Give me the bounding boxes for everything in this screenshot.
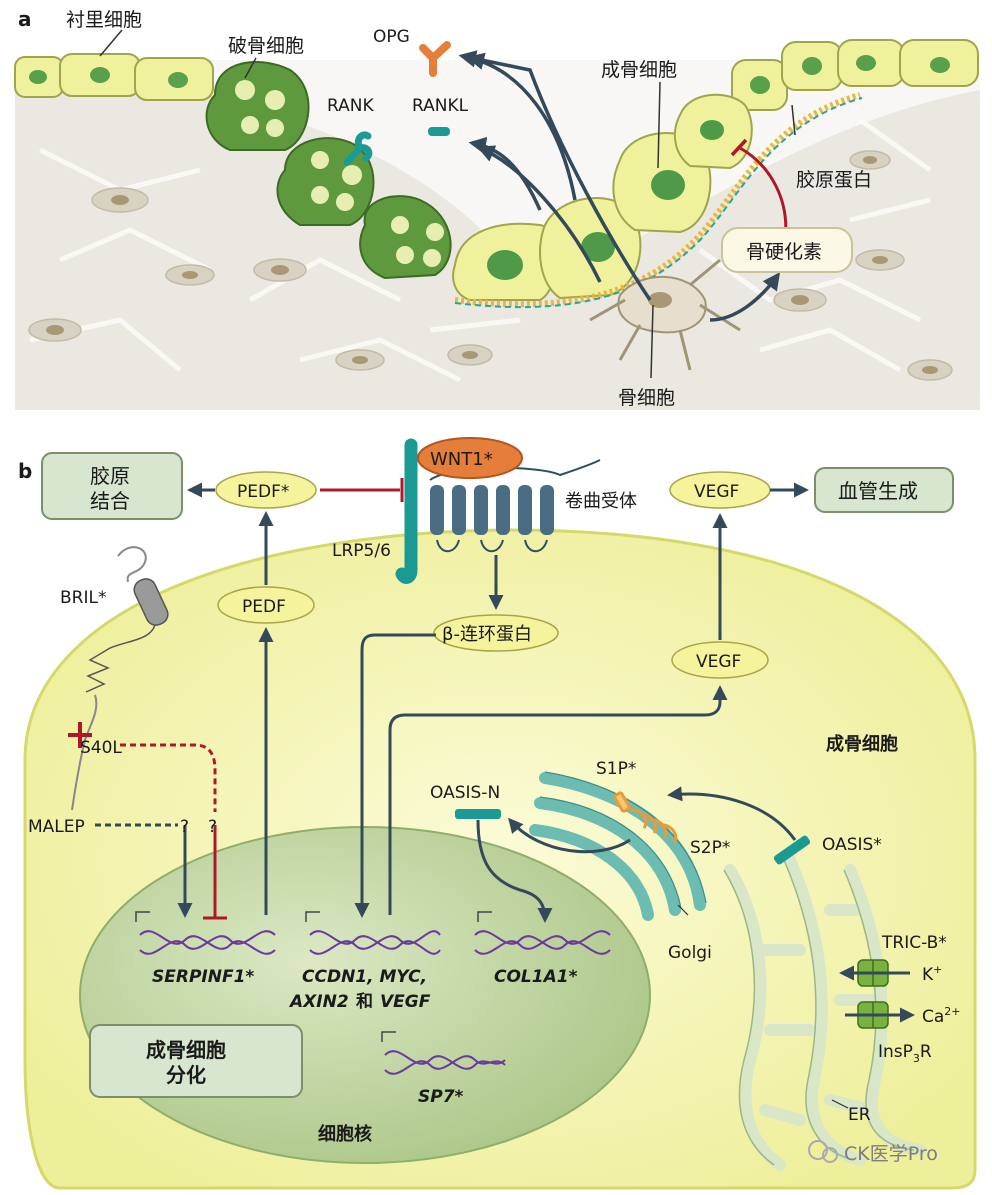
beta-catenin-ellipse [433, 614, 559, 652]
col1a1-label: COL1A1* [494, 967, 578, 987]
s1p-label: S1P* [596, 759, 636, 779]
collagen-binding-label-1: 胶原 [90, 464, 130, 488]
pedf-label: PEDF [242, 597, 286, 617]
oasis-n-icon [455, 809, 501, 819]
oasis-n-label: OASIS-N [430, 783, 500, 803]
bril-label: BRIL* [60, 588, 106, 608]
watermark: CK医学Pro [808, 1140, 938, 1165]
panel-b: b 胶原 结合 PEDF* WNT1* 卷曲受体 LRP5/6 VEGF 血管生… [18, 437, 977, 1190]
calcium-label: Ca2+ [922, 1005, 961, 1027]
rank-label: RANK [327, 96, 374, 116]
wnt1-label: WNT1* [430, 449, 493, 470]
frizzled-label: 卷曲受体 [565, 491, 637, 512]
endoplasmic-reticulum [724, 854, 926, 1171]
dna-sp7-icon [381, 1031, 506, 1075]
s40l-label: S40L [80, 738, 122, 758]
golgi-label: Golgi [668, 943, 712, 963]
panel-b-letter: b [18, 459, 32, 483]
oasis-label: OASIS* [822, 835, 882, 855]
lining-cells-left [14, 53, 214, 101]
gene-list-vegf: VEGF [380, 992, 431, 1012]
pedf-star-ellipse [215, 471, 317, 509]
osteoclast-label: 破骨细胞 [228, 35, 304, 57]
potassium-label: K+ [922, 963, 942, 985]
rankl-label: RANKL [412, 96, 469, 116]
osteocyte-label: 骨细胞 [618, 387, 675, 409]
lrp-label: LRP5/6 [332, 541, 391, 561]
vegf-in-label: VEGF [696, 652, 741, 672]
rankl-icon [428, 127, 450, 136]
panel-a: a 衬里细胞 破骨细胞 OPG RANK RANKL 成骨细胞 胶原蛋白 骨硬化… [14, 7, 980, 411]
inhibit-lines [120, 478, 404, 920]
panel-a-letter: a [18, 7, 32, 31]
osteoblast-label-b: 成骨细胞 [826, 733, 898, 755]
malep-label: MALEP [28, 817, 85, 837]
gene-list-and: 和 [356, 992, 373, 1012]
collagen-label: 胶原蛋白 [796, 169, 872, 191]
pedf-star-label: PEDF* [237, 482, 289, 502]
sclerostin-label: 骨硬化素 [746, 241, 822, 263]
question-mark-1: ? [180, 817, 189, 837]
opg-label: OPG [373, 27, 410, 47]
pedf-ellipse [217, 586, 315, 624]
angiogenesis-box [814, 467, 954, 513]
nucleus-label: 细胞核 [318, 1123, 372, 1145]
gene-list-line-1: CCDN1, MYC, [302, 967, 427, 987]
frizzled-receptor-icon [429, 459, 601, 553]
rank-receptor-icon [343, 131, 373, 166]
differentiation-label-1: 成骨细胞 [146, 1038, 226, 1062]
gene-list-axin2: AXIN2 [288, 992, 349, 1012]
bril-protein-icon [68, 546, 169, 811]
wnt1-ligand [417, 437, 523, 479]
s2p-label: S2P* [690, 838, 730, 858]
signal-arrows [458, 50, 781, 322]
s1p-s2p-icon [613, 791, 678, 844]
insp3r-label: InsP3R [878, 1042, 932, 1065]
beta-catenin-label: β-连环蛋白 [442, 624, 532, 645]
dna-ccdn1-icon [305, 911, 441, 955]
angiogenesis-label: 血管生成 [838, 479, 918, 503]
question-mark-2: ? [208, 817, 217, 837]
lining-cells-right [731, 39, 979, 111]
tricb-label: TRIC-B* [881, 933, 947, 953]
er-label: ER [848, 1105, 871, 1125]
opg-icon [419, 41, 451, 77]
dna-serpinf1-icon [135, 911, 276, 955]
sp7-label: SP7* [418, 1087, 464, 1107]
lining-cells-label: 衬里细胞 [66, 9, 142, 31]
oasis-icon [773, 835, 811, 865]
osteocyte-cell [589, 258, 741, 371]
vegf-out-label: VEGF [694, 482, 739, 502]
bone-matrix [15, 76, 980, 411]
pathway-arrows [177, 482, 809, 923]
osteoblast-label-a: 成骨细胞 [601, 59, 677, 81]
lrp-receptor-icon [395, 438, 418, 584]
osteoclasts [205, 61, 452, 280]
osteoblast-differentiation-box [89, 1024, 303, 1098]
serpinf1-label: SERPINF1* [152, 967, 254, 987]
differentiation-label-2: 分化 [166, 1063, 206, 1087]
golgi-apparatus [529, 772, 706, 921]
sclerostin-box [721, 227, 853, 273]
collagen-binding-label-2: 结合 [90, 489, 130, 513]
watermark-text: CK医学Pro [844, 1143, 938, 1165]
dna-col1a1-icon [474, 911, 611, 955]
collagen-binding-box [41, 452, 183, 520]
vegf-in-ellipse [671, 641, 769, 679]
